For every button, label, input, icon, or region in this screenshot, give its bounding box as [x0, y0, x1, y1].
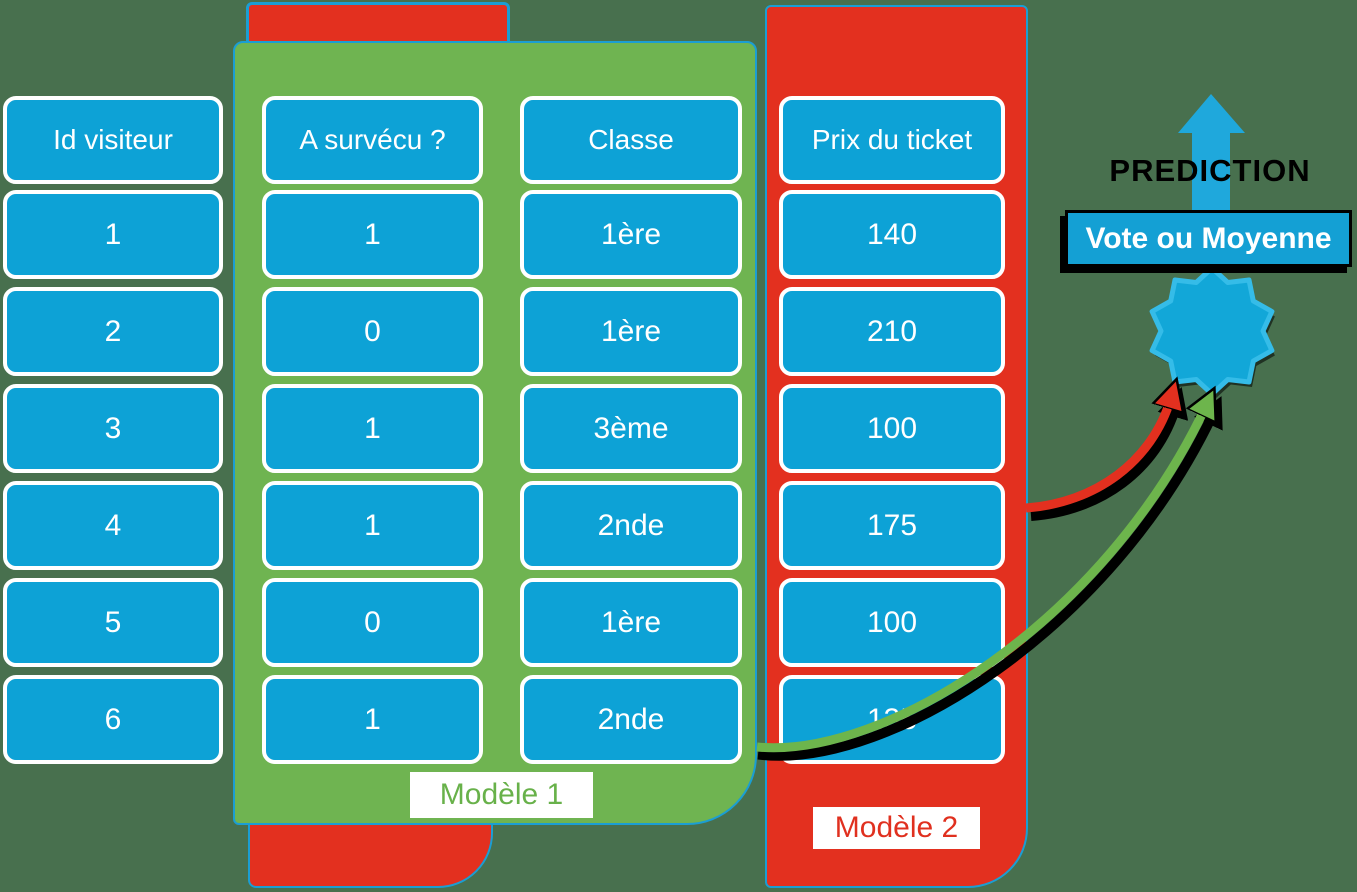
table-cell: 2nde — [520, 481, 742, 570]
table-cell: 1 — [262, 384, 483, 473]
model2-label: Modèle 2 — [813, 807, 980, 849]
table-cell: 2 — [3, 287, 223, 376]
prix-ticket-column: Prix du ticket 140 210 100 175 100 135 — [779, 96, 1005, 772]
table-cell: 0 — [262, 578, 483, 667]
column-header: Classe — [520, 96, 742, 184]
table-cell: 1 — [262, 481, 483, 570]
table-cell: 140 — [779, 190, 1005, 279]
table-cell: 100 — [779, 384, 1005, 473]
table-cell: 135 — [779, 675, 1005, 764]
column-header: Id visiteur — [3, 96, 223, 184]
starburst-icon — [1149, 265, 1275, 397]
table-cell: 1 — [262, 675, 483, 764]
curved-arrow-red-icon — [1025, 398, 1171, 513]
prediction-title: PREDICTION — [1109, 153, 1311, 188]
id-visiteur-column: Id visiteur 1 2 3 4 5 6 — [3, 96, 223, 772]
column-header: Prix du ticket — [779, 96, 1005, 184]
table-cell: 1ère — [520, 287, 742, 376]
table-cell: 6 — [3, 675, 223, 764]
table-cell: 1ère — [520, 190, 742, 279]
survecu-column: A survécu ? 1 0 1 1 0 1 — [262, 96, 483, 772]
table-cell: 3ème — [520, 384, 742, 473]
curved-arrow-red-shadow — [1030, 387, 1189, 521]
table-cell: 100 — [779, 578, 1005, 667]
table-cell: 5 — [3, 578, 223, 667]
table-cell: 210 — [779, 287, 1005, 376]
table-cell: 1 — [262, 190, 483, 279]
vote-ou-moyenne-box: Vote ou Moyenne — [1065, 210, 1352, 267]
starburst-shadow — [1155, 273, 1275, 399]
table-cell: 1 — [3, 190, 223, 279]
table-cell: 4 — [3, 481, 223, 570]
classe-column: Classe 1ère 1ère 3ème 2nde 1ère 2nde — [520, 96, 742, 772]
column-header: A survécu ? — [262, 96, 483, 184]
table-cell: 3 — [3, 384, 223, 473]
table-cell: 1ère — [520, 578, 742, 667]
table-cell: 175 — [779, 481, 1005, 570]
model1-label: Modèle 1 — [410, 772, 593, 818]
table-cell: 2nde — [520, 675, 742, 764]
table-cell: 0 — [262, 287, 483, 376]
